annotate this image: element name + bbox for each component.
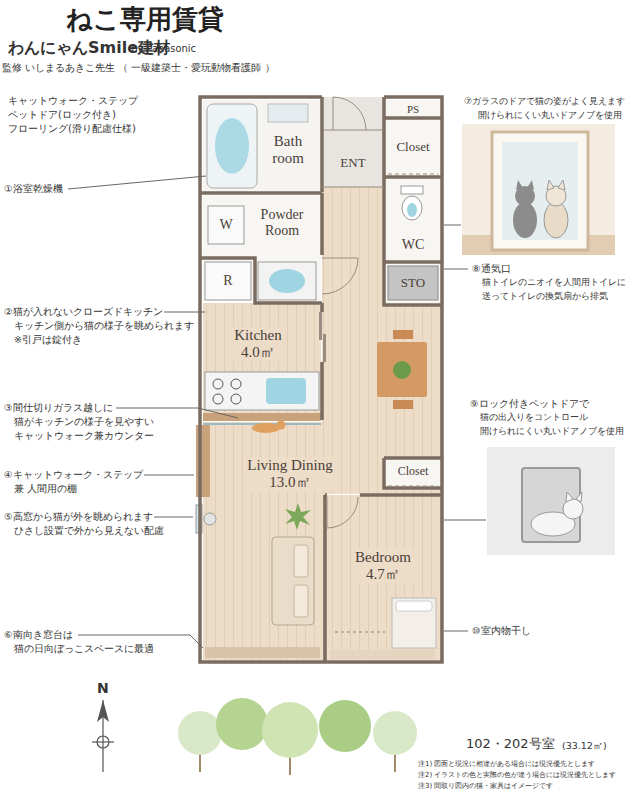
callout-text: 開けられにくい丸いドアノブを使用 [478, 110, 622, 121]
callout-text: キッチン側から猫の様子を眺められます [14, 320, 194, 332]
callout-text: 送ってトイレの換気扇から排気 [482, 291, 608, 302]
room-label: Closet [396, 140, 429, 155]
room-label-group: Closet [398, 465, 429, 479]
feature-item: ペットドア(ロック付き) [8, 109, 116, 122]
room-label-group: W [219, 217, 232, 233]
callout-text: ⑦ガラスのドアで猫の姿がよく見えます [464, 96, 625, 107]
room-label: R [223, 273, 232, 289]
room-label-group: WC [402, 237, 425, 253]
callout-text: 猫の出入りをコントロール [480, 412, 588, 423]
callout-text: ※引戸は錠付き [14, 334, 82, 346]
brand-maker: by Panasonic [131, 43, 196, 55]
title: ねこ専用賃貸 [66, 4, 224, 35]
callout-text: ④キャットウォーク・ステップ [4, 469, 143, 481]
compass-north: N [97, 680, 109, 698]
room-label-group: STO [401, 276, 425, 291]
room-label-group: Kitchen4.0㎡ [231, 327, 284, 362]
callout-text: ⑧通気口 [472, 263, 511, 275]
feature-item: フローリング(滑り配慮仕様) [8, 123, 136, 136]
callout-text: 開けられにくい丸いドアノブを使用 [480, 426, 624, 437]
room-label: STO [401, 276, 425, 291]
room-label: Bedroom [355, 549, 411, 566]
room-box: Bath room [203, 100, 321, 192]
room-box: Living Dining13.0㎡ [213, 440, 381, 500]
room-label: ENT [340, 156, 365, 171]
room-box: STO [388, 266, 438, 300]
room-label: Living Dining [247, 457, 332, 474]
room-label-group: Bedroom4.7㎡ [352, 549, 414, 584]
room-label-group: ENT [340, 156, 365, 171]
room-label-group: Closet [396, 140, 429, 155]
callout-text: ①浴室乾燥機 [4, 183, 63, 195]
room-label: 13.0㎡ [247, 474, 332, 491]
room-label: 4.7㎡ [355, 566, 411, 583]
room-box: W [208, 206, 244, 244]
room-box: WC [386, 178, 440, 261]
callout-text: ひさし設置で外から見えない配慮 [14, 525, 164, 537]
room-label-group: Living Dining13.0㎡ [244, 457, 335, 492]
footnote: 注1) 図面と現況に相違がある場合には現況優先とします [418, 760, 595, 769]
callout-text: 猫トイレのニオイを人間用トイレに [482, 277, 626, 288]
feature-item: キャットウォーク・ステップ [8, 95, 138, 108]
room-box: R [205, 262, 251, 300]
room-label-group: Powder Room [251, 207, 313, 239]
room-label: Closet [398, 465, 429, 479]
callout-text: キャットウォーク兼カウンター [14, 430, 154, 442]
room-box: Closet [386, 119, 440, 174]
room-box: ENT [324, 140, 382, 184]
room-number: 102・202号室 [466, 736, 555, 752]
room-label: Bath room [265, 133, 311, 168]
room-label: W [219, 217, 232, 233]
room-box: Powder Room W [203, 195, 321, 257]
footnote: 注3) 間取り図内の猫・家具はイメージです [418, 782, 553, 791]
footnote: 注2) イラストの色と実際の色が違う場合には現況優先とします [418, 771, 616, 780]
callout-text: 兼 人間用の棚 [14, 483, 77, 495]
room-box: PS [386, 100, 440, 118]
room-label: 4.0㎡ [234, 344, 281, 361]
callout-text: ⑥南向き窓台は [4, 629, 73, 641]
room-box: Closet [386, 459, 440, 485]
floor-area: (33.12㎡) [562, 740, 607, 752]
callout-text: ⑤高窓から猫が外を眺められます [4, 511, 153, 523]
room-label: PS [407, 103, 419, 116]
room-label-group: PS [407, 103, 419, 116]
supervisor-note: 監修 いしまるあきこ先生 （ 一級建築士・愛玩動物看護師 ） [2, 62, 275, 74]
room-box: Kitchen4.0㎡ [203, 303, 321, 371]
callout-text: ②猫が入れないクローズドキッチン [4, 306, 163, 318]
room-label: WC [402, 237, 425, 253]
room-label: Powder Room [251, 207, 313, 239]
callout-text: ⑨ロック付きペットドアで [470, 398, 589, 410]
room-label-group: Bath room [265, 133, 311, 168]
callout-text: ③間仕切りガラス越しに [4, 402, 113, 414]
room-label-group: R [223, 273, 232, 289]
callout-text: 猫がキッチンの様子を見やすい [14, 416, 154, 428]
callout-text: ⑩室内物干し [472, 625, 531, 637]
room-label: Kitchen [234, 327, 281, 344]
callout-text: 猫の日向ぼっこスペースに最適 [14, 643, 154, 655]
room-box: Bedroom4.7㎡ [326, 535, 440, 595]
